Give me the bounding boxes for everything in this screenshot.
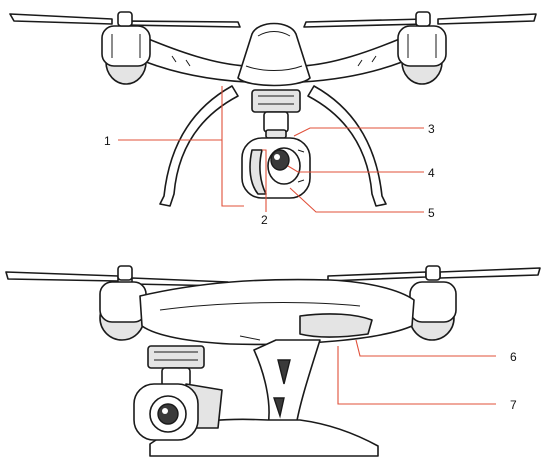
motor-pod-left (101, 11, 151, 85)
main-body-front (237, 22, 311, 87)
landing-leg-left (159, 85, 239, 207)
landing-leg-right (307, 85, 387, 207)
callout-label-2: 2 (261, 213, 268, 227)
callout-line-1 (118, 86, 244, 207)
main-body-side (139, 278, 415, 346)
callout-label-5: 5 (428, 206, 435, 220)
drone-side-view (5, 265, 541, 457)
callout-label-1: 1 (104, 134, 111, 148)
landing-stand-side (253, 339, 321, 427)
drone-front-view (9, 11, 537, 207)
motor-pod-side-left (99, 265, 147, 341)
callout-label-6: 6 (510, 350, 517, 364)
motor-pod-side-right (409, 265, 457, 341)
gimbal-front (251, 89, 301, 139)
callout-line-6 (355, 339, 496, 357)
callout-lines (118, 86, 496, 405)
callout-line-4 (287, 165, 424, 173)
callout-label-3: 3 (428, 122, 435, 136)
callout-line-7 (337, 346, 496, 405)
callout-labels: 1 2 3 4 5 6 7 (104, 122, 517, 412)
callout-line-5 (289, 187, 424, 213)
callout-label-7: 7 (510, 398, 517, 412)
camera-front (241, 137, 311, 199)
callout-label-4: 4 (428, 166, 435, 180)
motor-pod-right (397, 11, 447, 85)
callout-line-3 (293, 127, 424, 137)
arm-right (301, 37, 403, 83)
camera-side (133, 383, 199, 441)
arm-left (145, 37, 247, 83)
callout-line-2 (262, 149, 267, 212)
